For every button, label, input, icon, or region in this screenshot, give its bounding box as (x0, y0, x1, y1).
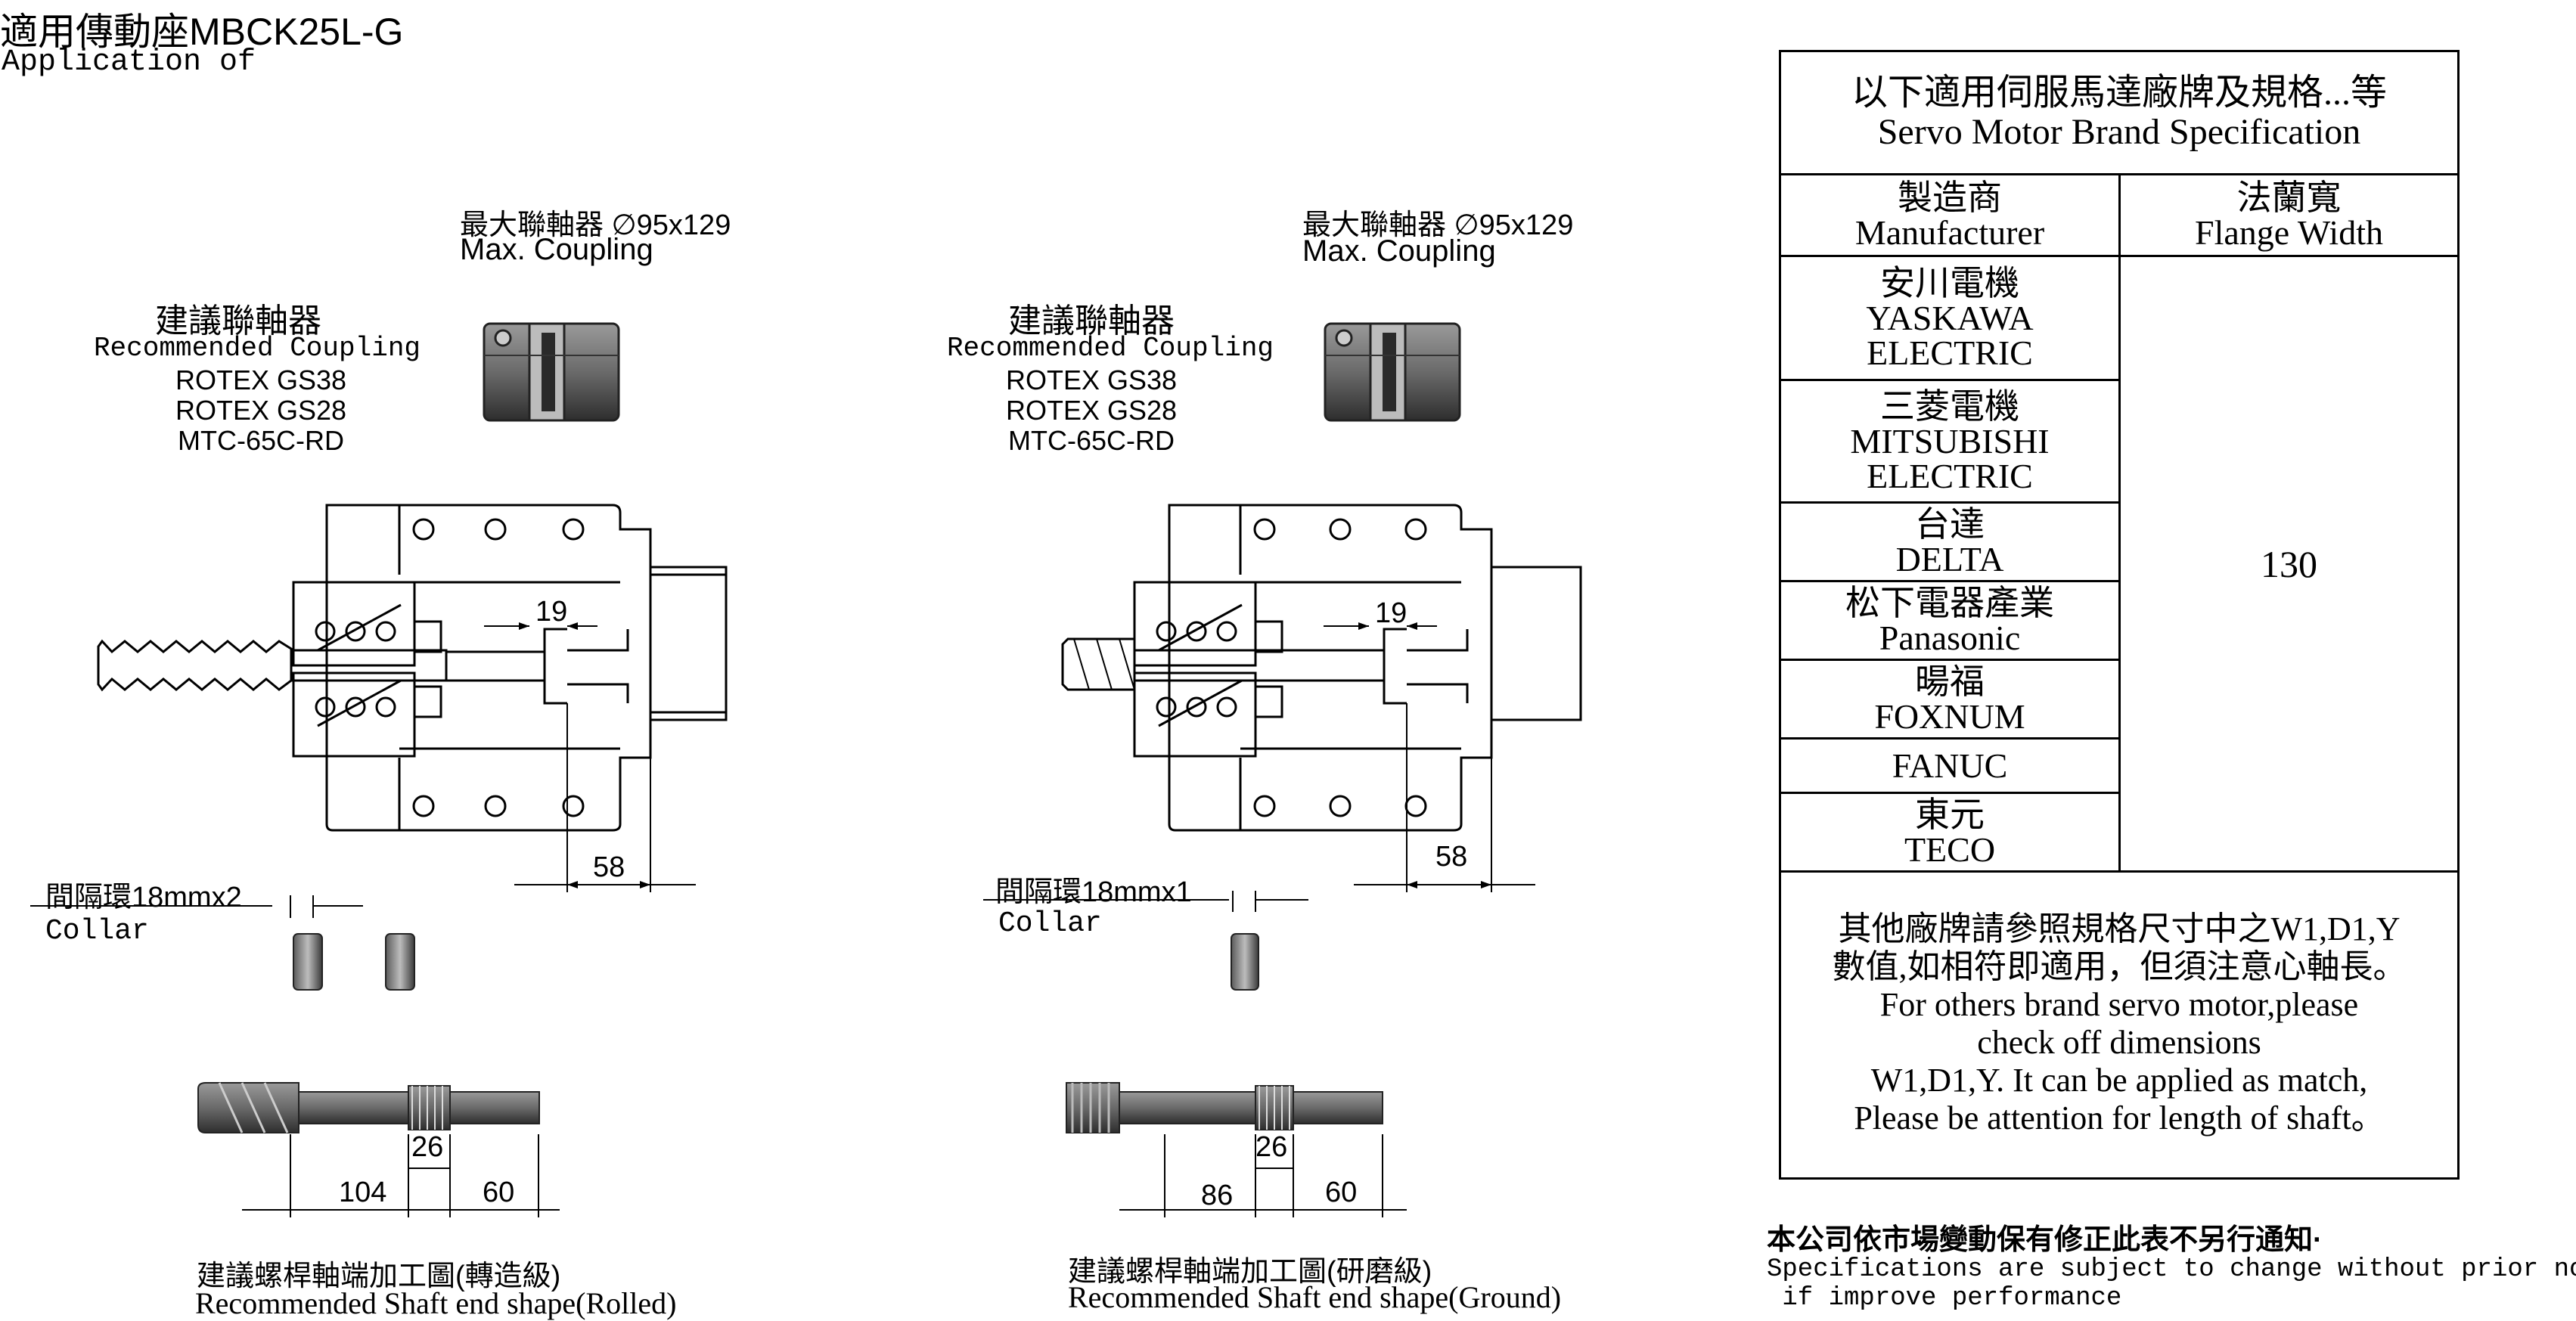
row-text: ELECTRIC (1867, 456, 2033, 495)
row-text: FOXNUM (1874, 696, 2025, 736)
row-text: 三菱電機 (1880, 386, 2019, 426)
left-shaft-dim-b: 104 (339, 1177, 387, 1208)
middle-dim-19: 19 (1375, 597, 1407, 629)
table-header: 以下適用伺服馬達廠牌及規格...等 Servo Motor Brand Spec… (1781, 52, 2457, 173)
note-en-1: For others brand servo motor,please (1879, 985, 2359, 1023)
table-row: FANUC (1781, 740, 2118, 792)
table-row: 台達 DELTA (1781, 504, 2118, 580)
note-zh-2: 數值,如相符即適用，但須注意心軸長。 (1832, 947, 2407, 985)
middle-shaft-dim-a: 26 (1255, 1131, 1288, 1163)
page-title: 適用傳動座MBCK25L-G (0, 11, 404, 53)
row-text: 安川電機 (1880, 263, 2019, 302)
left-shaft-dim-c: 60 (483, 1177, 515, 1208)
row-text: DELTA (1895, 539, 2004, 578)
row-text: 東元 (1915, 795, 1985, 834)
table-row: 安川電機 YASKAWA ELECTRIC (1781, 257, 2118, 379)
table-header-zh: 以下適用伺服馬達廠牌及規格...等 (1851, 73, 2387, 113)
table-row: 東元 TECO (1781, 794, 2118, 870)
left-assembly (30, 322, 728, 918)
col-header-manufacturer: 製造商 Manufacturer (1781, 175, 2118, 255)
col-manufacturer-en: Manufacturer (1854, 212, 2045, 252)
row-text: ELECTRIC (1867, 333, 2033, 372)
left-shaft-end (197, 1082, 540, 1133)
note-en-2: check off dimensions (1977, 1024, 2261, 1061)
left-recommended-en: Recommended Coupling (93, 333, 421, 364)
left-coupling-item: MTC-65C-RD (178, 425, 344, 456)
flange-value: 130 (2121, 257, 2457, 870)
left-collar-zh: 間隔環18mmx2 (45, 882, 242, 913)
left-caption-zh: 建議螺桿軸端加工圖(轉造級) (197, 1261, 561, 1292)
middle-collar-en: Collar (998, 907, 1102, 940)
page-subtitle: Application of (2, 45, 256, 79)
table-note: 其他廠牌請參照規格尺寸中之W1,D1,Y 數值,如相符即適用，但須注意心軸長。 … (1781, 873, 2457, 1175)
left-shaft-dims (242, 1134, 560, 1217)
middle-assembly (983, 322, 1582, 912)
left-shaft-dim-a: 26 (411, 1131, 444, 1163)
table-header-en: Servo Motor Brand Specification (1877, 112, 2361, 152)
middle-dim-58: 58 (1435, 841, 1468, 873)
table-row: 三菱電機 MITSUBISHI ELECTRIC (1781, 381, 2118, 501)
middle-max-coupling-zh: 最大聯軸器 ∅95x129 (1302, 209, 1574, 241)
row-text: MITSUBISHI (1850, 421, 2050, 460)
row-text: 台達 (1915, 504, 1985, 544)
middle-max-coupling-en: Max. Coupling (1302, 234, 1496, 268)
left-max-coupling-zh: 最大聯軸器 ∅95x129 (460, 209, 731, 241)
middle-coupling-icon (1324, 322, 1461, 422)
note-zh-1: 其他廠牌請參照規格尺寸中之W1,D1,Y (1838, 910, 2401, 947)
col-flange-zh: 法蘭寬 (2236, 178, 2342, 217)
left-caption-en: Recommended Shaft end shape(Rolled) (195, 1286, 677, 1320)
row-text: FANUC (1892, 746, 2008, 785)
left-coupling-item: ROTEX GS38 (175, 364, 347, 395)
middle-shaft-end (1066, 1082, 1383, 1133)
left-max-coupling-en: Max. Coupling (460, 233, 653, 266)
col-manufacturer-zh: 製造商 (1898, 178, 2002, 217)
middle-recommended-en: Recommended Coupling (946, 333, 1274, 364)
middle-recommended-zh: 建議聯軸器 (1008, 302, 1175, 340)
table-row: 松下電器產業 Panasonic (1781, 582, 2118, 659)
left-dim-58: 58 (593, 851, 625, 883)
col-header-flange: 法蘭寬 Flange Width (2121, 175, 2457, 255)
collar-left-1 (293, 933, 323, 991)
middle-caption-zh: 建議螺桿軸端加工圖(研磨級) (1068, 1256, 1432, 1288)
row-text: 松下電器產業 (1845, 583, 2054, 622)
middle-coupling-item: MTC-65C-RD (1008, 425, 1175, 456)
row-text: 暘福 (1915, 662, 1985, 701)
left-coupling-item: ROTEX GS28 (175, 395, 347, 426)
middle-shaft-dim-b: 86 (1201, 1180, 1234, 1211)
middle-collar-zh: 間隔環18mmx1 (995, 876, 1192, 908)
left-collar-en: Collar (45, 915, 149, 947)
footer-zh: 本公司依市場變動保有修正此表不另行通知· (1767, 1224, 2323, 1256)
row-text: TECO (1904, 830, 1996, 869)
row-text: Panasonic (1879, 618, 2021, 657)
left-recommended-zh: 建議聯軸器 (155, 302, 321, 340)
collar-middle-1 (1231, 933, 1259, 991)
collar-left-2 (385, 933, 415, 991)
middle-coupling-item: ROTEX GS38 (1005, 364, 1178, 395)
middle-shaft-dims (1119, 1134, 1407, 1217)
note-en-3: W1,D1,Y. It can be applied as match, (1870, 1062, 2368, 1099)
spec-table: 以下適用伺服馬達廠牌及規格...等 Servo Motor Brand Spec… (1779, 50, 2460, 1180)
flange-value-text: 130 (2261, 542, 2317, 585)
footer-en-1: Specifications are subject to change wit… (1767, 1255, 2576, 1284)
left-dim-19: 19 (535, 596, 568, 628)
footer-en-2: if improve performance (1767, 1284, 2122, 1313)
note-en-4: Please be attention for length of shaft。 (1854, 1099, 2385, 1137)
row-text: YASKAWA (1866, 298, 2034, 337)
middle-shaft-dim-c: 60 (1325, 1177, 1358, 1208)
middle-coupling-item: ROTEX GS28 (1005, 395, 1178, 426)
middle-caption-en: Recommended Shaft end shape(Ground) (1068, 1280, 1562, 1314)
left-coupling-icon (483, 322, 620, 422)
col-flange-en: Flange Width (2194, 212, 2383, 252)
table-row: 暘福 FOXNUM (1781, 661, 2118, 737)
